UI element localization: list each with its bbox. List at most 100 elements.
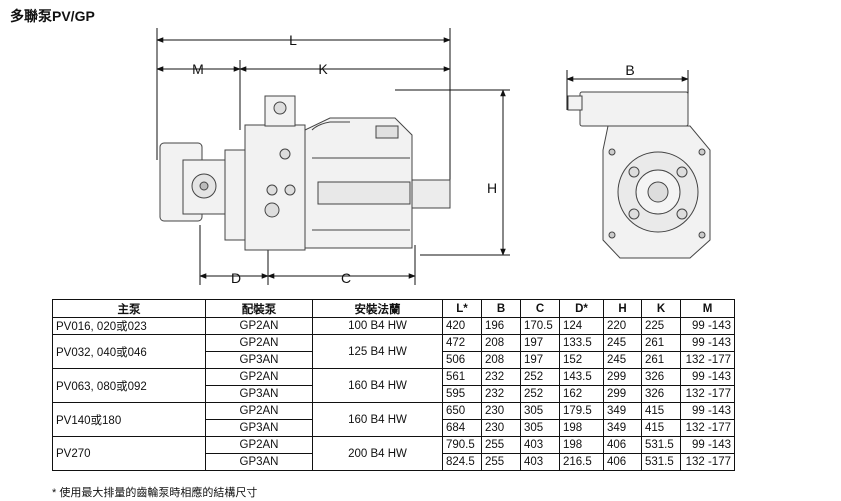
D-cell: 179.5 — [559, 402, 604, 420]
table-row: GP3AN 824.5 255 403 216.5 406 531.5 132 … — [53, 453, 735, 471]
header-K: K — [641, 299, 681, 318]
M-cell: 132 -177 — [680, 453, 735, 471]
header-H: H — [603, 299, 642, 318]
H-cell: 406 — [603, 453, 642, 471]
L-cell: 684 — [442, 419, 482, 437]
H-cell: 349 — [603, 419, 642, 437]
fitted-pump-cell: GP2AN — [205, 368, 313, 386]
fitted-pump-cell: GP3AN — [205, 419, 313, 437]
H-cell: 299 — [603, 368, 642, 386]
M-cell: 99 -143 — [680, 402, 735, 420]
B-cell: 208 — [481, 334, 521, 352]
L-cell: 506 — [442, 351, 482, 369]
B-cell: 255 — [481, 436, 521, 454]
flange-cell: 200 B4 HW — [312, 436, 443, 471]
K-cell: 326 — [641, 368, 681, 386]
fitted-pump-cell: GP3AN — [205, 385, 313, 403]
main-pump-cell: PV032, 040或046 — [52, 334, 206, 369]
M-cell: 132 -177 — [680, 385, 735, 403]
header-main-pump: 主泵 — [52, 299, 206, 318]
L-cell: 790.5 — [442, 436, 482, 454]
header-B: B — [481, 299, 521, 318]
L-cell: 595 — [442, 385, 482, 403]
header-fitted-pump: 配裝泵 — [205, 299, 313, 318]
M-cell: 132 -177 — [680, 419, 735, 437]
D-cell: 124 — [559, 317, 604, 335]
main-pump-cell: PV063, 080或092 — [52, 368, 206, 403]
header-L: L* — [442, 299, 482, 318]
fitted-pump-cell: GP3AN — [205, 351, 313, 369]
K-cell: 225 — [641, 317, 681, 335]
C-cell: 252 — [520, 385, 560, 403]
M-cell: 99 -143 — [680, 436, 735, 454]
M-cell: 99 -143 — [680, 317, 735, 335]
B-cell: 255 — [481, 453, 521, 471]
pump-drawing: L M K D C H B — [156, 28, 711, 286]
flange-cell: 100 B4 HW — [312, 317, 443, 335]
fitted-pump-cell: GP2AN — [205, 317, 313, 335]
H-cell: 220 — [603, 317, 642, 335]
header-flange: 安裝法蘭 — [312, 299, 443, 318]
C-cell: 403 — [520, 453, 560, 471]
dim-label-K: K — [318, 61, 328, 77]
C-cell: 305 — [520, 419, 560, 437]
K-cell: 261 — [641, 351, 681, 369]
flange-cell: 125 B4 HW — [312, 334, 443, 369]
dim-label-L: L — [289, 32, 297, 48]
main-pump-cell: PV140或180 — [52, 402, 206, 437]
M-cell: 132 -177 — [680, 351, 735, 369]
C-cell: 252 — [520, 368, 560, 386]
K-cell: 415 — [641, 419, 681, 437]
flange-cell: 160 B4 HW — [312, 368, 443, 403]
H-cell: 299 — [603, 385, 642, 403]
table-header-row: 主泵 配裝泵 安裝法蘭 L* B C D* H K M — [52, 299, 735, 318]
M-cell: 99 -143 — [680, 334, 735, 352]
B-cell: 232 — [481, 368, 521, 386]
table-row: GP3AN 684 230 305 198 349 415 132 -177 — [53, 419, 735, 437]
H-cell: 406 — [603, 436, 642, 454]
B-cell: 230 — [481, 402, 521, 420]
C-cell: 403 — [520, 436, 560, 454]
K-cell: 531.5 — [641, 436, 681, 454]
table-row: PV270 GP2AN 200 B4 HW 790.5 255 403 198 … — [52, 436, 735, 471]
footnote: * 使用最大排量的齒輪泵時相應的結構尺寸 — [52, 487, 258, 499]
table-row: PV140或180 GP2AN 160 B4 HW 650 230 305 17… — [52, 402, 735, 437]
dim-label-D: D — [231, 270, 241, 286]
dim-label-M: M — [192, 61, 204, 77]
header-D: D* — [559, 299, 604, 318]
L-cell: 420 — [442, 317, 482, 335]
fitted-pump-cell: GP2AN — [205, 402, 313, 420]
H-cell: 245 — [603, 351, 642, 369]
H-cell: 245 — [603, 334, 642, 352]
table-row: PV016, 020或023 GP2AN 100 B4 HW 420 196 1… — [52, 317, 735, 335]
C-cell: 197 — [520, 334, 560, 352]
dimension-table: 主泵 配裝泵 安裝法蘭 L* B C D* H K M PV016, 020或0… — [52, 299, 735, 471]
side-view — [159, 95, 451, 251]
fitted-pump-cell: GP2AN — [205, 334, 313, 352]
flange-cell: 160 B4 HW — [312, 402, 443, 437]
D-cell: 143.5 — [559, 368, 604, 386]
page-title: 多聯泵PV/GP — [10, 8, 95, 24]
fitted-pump-cell: GP2AN — [205, 436, 313, 454]
dim-label-B: B — [625, 62, 634, 78]
header-C: C — [520, 299, 560, 318]
D-cell: 133.5 — [559, 334, 604, 352]
fitted-pump-cell: GP3AN — [205, 453, 313, 471]
D-cell: 152 — [559, 351, 604, 369]
B-cell: 196 — [481, 317, 521, 335]
C-cell: 170.5 — [520, 317, 560, 335]
L-cell: 650 — [442, 402, 482, 420]
table-row: PV032, 040或046 GP2AN 125 B4 HW 472 208 1… — [52, 334, 735, 369]
dim-label-C: C — [341, 270, 351, 286]
D-cell: 162 — [559, 385, 604, 403]
K-cell: 326 — [641, 385, 681, 403]
D-cell: 198 — [559, 436, 604, 454]
K-cell: 415 — [641, 402, 681, 420]
B-cell: 208 — [481, 351, 521, 369]
H-cell: 349 — [603, 402, 642, 420]
L-cell: 824.5 — [442, 453, 482, 471]
header-M: M — [680, 299, 735, 318]
M-cell: 99 -143 — [680, 368, 735, 386]
front-view — [567, 91, 711, 259]
D-cell: 216.5 — [559, 453, 604, 471]
